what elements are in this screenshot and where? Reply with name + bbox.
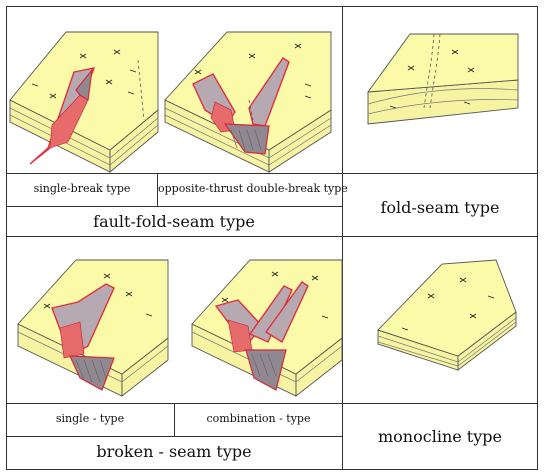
block-monocline — [377, 259, 517, 371]
title-broken-seam-type: broken - seam type — [96, 442, 252, 461]
block-broken-seam-combination — [191, 259, 343, 397]
block-single-break — [9, 31, 159, 173]
block-broken-seam-single — [17, 259, 169, 397]
title-monocline-type: monocline type — [378, 427, 502, 446]
label-combination-type: combination - type — [206, 412, 311, 425]
divider-bottom-sub-upper — [6, 403, 538, 404]
block-fold-seam — [367, 33, 519, 125]
title-fold-seam-type: fold-seam type — [380, 198, 500, 217]
block-opposite-thrust-double-break — [164, 31, 332, 173]
divider-bottom-sub-vertical — [174, 403, 175, 436]
label-opposite-thrust-double-break-type: opposite-thrust double-break type — [158, 182, 348, 195]
divider-top-sub-upper — [6, 173, 342, 174]
divider-top-sub-vertical — [157, 173, 158, 206]
divider-vertical-main — [342, 6, 344, 470]
divider-top-sub-lower — [6, 206, 342, 207]
divider-bottom-sub-lower — [6, 436, 342, 437]
label-single-type: single - type — [55, 412, 125, 425]
figure-frame — [6, 6, 538, 470]
title-fault-fold-seam-type: fault-fold-seam type — [93, 212, 255, 231]
divider-horizontal-middle — [6, 236, 538, 238]
label-single-break-type: single-break type — [33, 182, 131, 195]
divider-right-top — [342, 173, 538, 174]
